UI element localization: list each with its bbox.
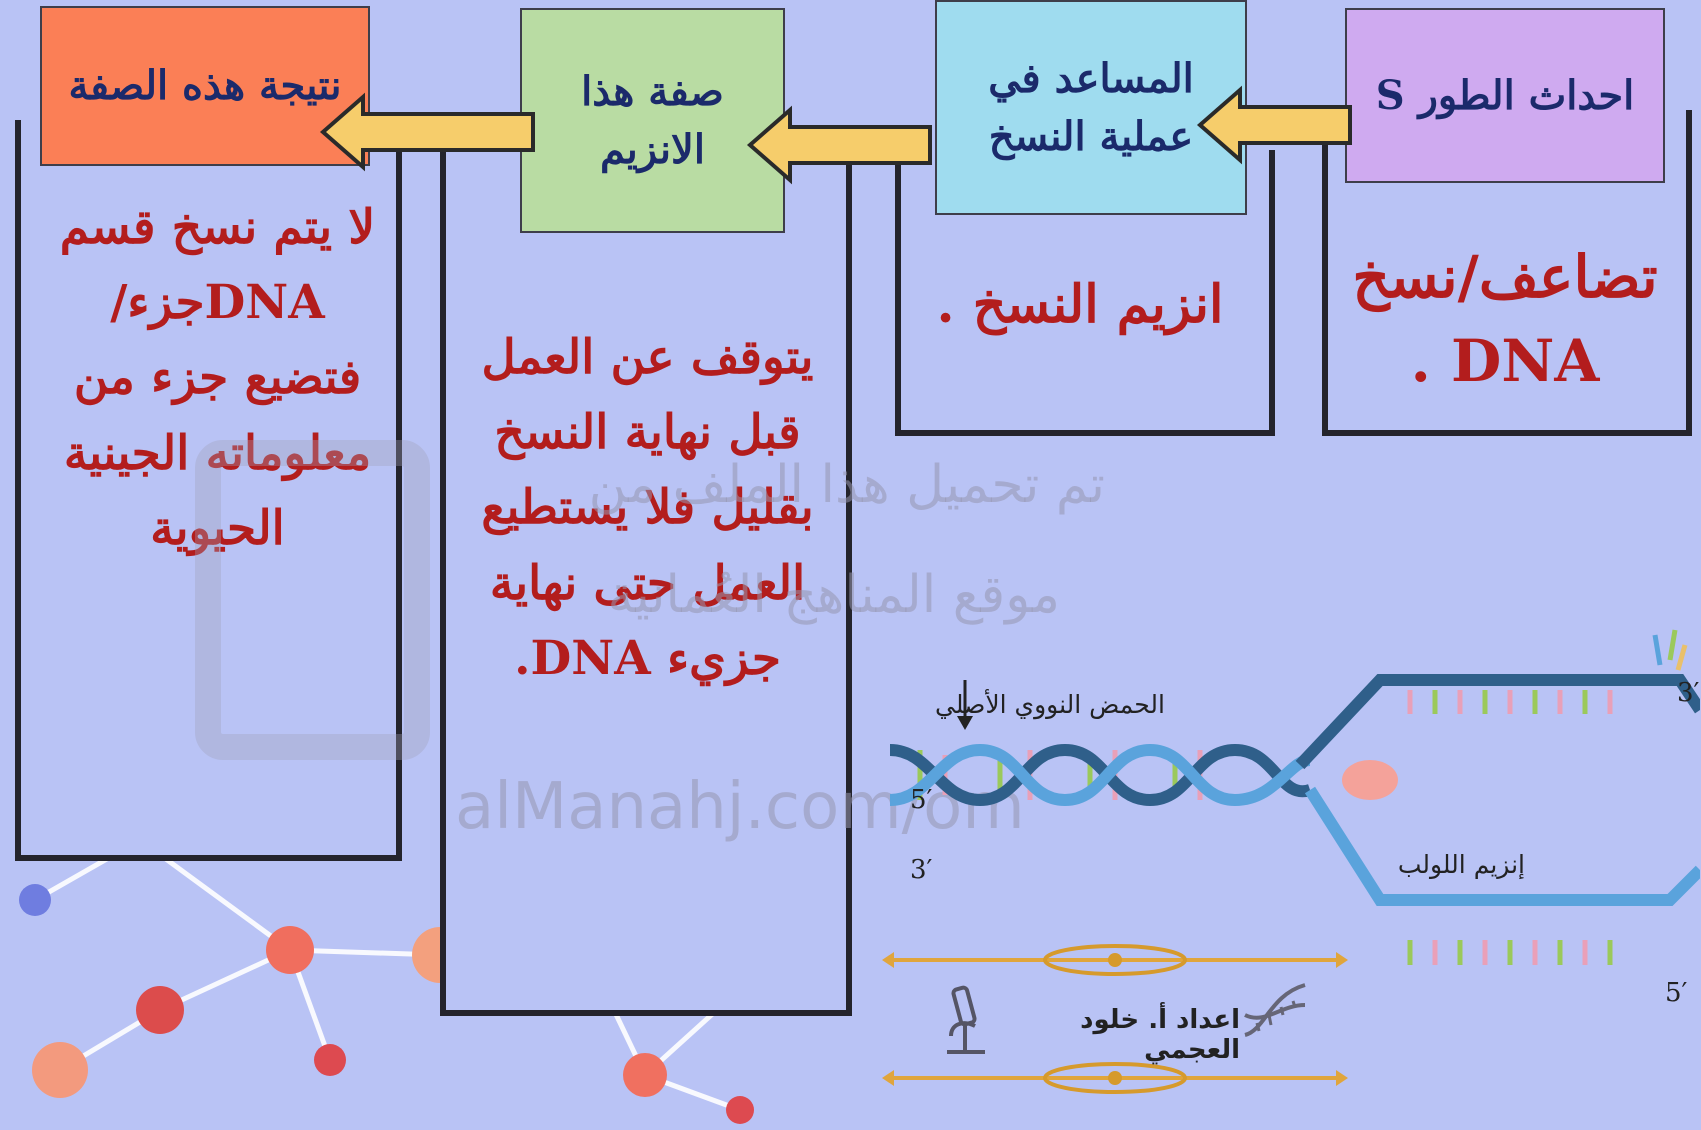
- header-enzyme-trait-text: صفة هذا الانزيم: [581, 67, 724, 173]
- label-parent-dna: الحمض النووي الأصلي: [935, 690, 1165, 719]
- body-helper: انزيم النسخ .: [936, 274, 1224, 335]
- label-3-prime-left: 3′: [910, 855, 933, 885]
- arrow-left-icon: [746, 105, 932, 185]
- body-result: لا يتم نسخ قسم DNAجزء/ فتضيع جزء من معلو…: [59, 200, 376, 556]
- column-enzyme-trait: [440, 150, 852, 1016]
- dna-icon: [1244, 983, 1306, 1037]
- body-s-phase: تضاعف/نسخ DNA .: [1352, 243, 1658, 396]
- microscope-icon: [947, 985, 985, 1054]
- header-result-text: نتيجة هذه الصفة: [68, 62, 342, 109]
- dna-replication-diagram: [890, 674, 1700, 965]
- label-3-prime-right: 3′: [1677, 678, 1700, 708]
- watermark-logo: [195, 440, 430, 760]
- header-s-phase-text: احداث الطور S: [1375, 71, 1635, 119]
- arrow-left-icon: [1196, 85, 1352, 165]
- header-result: نتيجة هذه الصفة: [40, 6, 370, 166]
- label-helicase: إنزيم اللولب: [1397, 850, 1525, 879]
- arrow-left-icon: [319, 92, 535, 172]
- body-enzyme-trait: يتوقف عن العمل قبل نهاية النسخ بقليل فلا…: [481, 330, 814, 686]
- header-helper-text: المساعد في عملية النسخ: [988, 54, 1194, 160]
- label-5-prime-left: 5′: [910, 785, 933, 815]
- ornament-divider-top: [882, 944, 1348, 976]
- credit-text: اعداد أ. خلود العجمي: [1080, 1005, 1240, 1065]
- label-5-prime-right: 5′: [1665, 978, 1688, 1008]
- header-s-phase: احداث الطور S: [1345, 8, 1665, 183]
- decor-sticks: [1652, 629, 1688, 671]
- header-helper: المساعد في عملية النسخ: [935, 0, 1247, 215]
- header-enzyme-trait: صفة هذا الانزيم: [520, 8, 785, 233]
- watermark-line-1: تم تحميل هذا الملف من: [588, 455, 1105, 515]
- watermark-line-2: موقع المناهج العُمانية: [607, 565, 1060, 625]
- ornament-divider-bottom: [882, 1062, 1348, 1094]
